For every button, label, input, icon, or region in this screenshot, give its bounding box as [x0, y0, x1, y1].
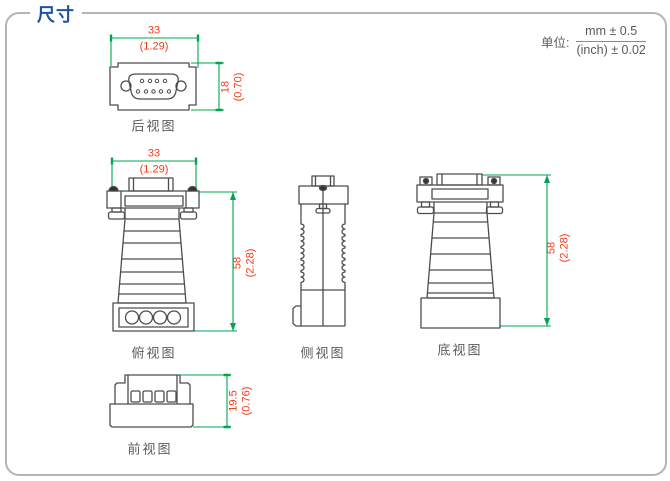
- rear-height-dim: 18 (0.70): [219, 73, 244, 102]
- front-height-dim-mm: 19.5: [227, 390, 240, 412]
- bottom-height-dim-inch: (2.28): [558, 233, 570, 263]
- unit-label: 单位:: [541, 35, 570, 50]
- unit-note: 单位: mm ± 0.5 (inch) ± 0.02: [541, 24, 646, 58]
- panel-border: [5, 12, 667, 476]
- side-view-label: 侧视图: [300, 345, 346, 361]
- rear-view-drawing: [109, 34, 224, 112]
- bottom-height-dim-mm: 58: [545, 241, 558, 255]
- bottom-view-label: 底视图: [437, 342, 483, 358]
- top-width-dim-mm: 33: [147, 147, 161, 160]
- front-height-dim: 19.5 (0.76): [227, 387, 252, 416]
- front-view-label: 前视图: [127, 441, 173, 457]
- top-height-dim-inch: (2.28): [244, 248, 256, 278]
- rear-width-dim-inch: (1.29): [139, 40, 169, 53]
- unit-tolerance: mm ± 0.5 (inch) ± 0.02: [576, 24, 646, 58]
- front-view-drawing: [109, 373, 231, 429]
- top-height-dim-mm: 58: [231, 256, 244, 270]
- rear-view-label: 后视图: [131, 118, 177, 134]
- top-width-dim-inch: (1.29): [139, 163, 169, 176]
- bottom-view-drawing: [416, 173, 551, 329]
- top-height-dim: 58 (2.28): [231, 249, 256, 278]
- rear-height-dim-mm: 18: [219, 80, 232, 94]
- top-view-drawing: [106, 157, 237, 332]
- top-view-label: 俯视图: [131, 345, 177, 361]
- page-title: 尺寸: [30, 1, 82, 27]
- side-view-drawing: [292, 175, 349, 327]
- rear-height-dim-inch: (0.70): [232, 72, 244, 102]
- rear-width-dim-mm: 33: [147, 24, 161, 37]
- front-height-dim-inch: (0.76): [240, 386, 252, 416]
- unit-mm-tolerance: mm ± 0.5: [576, 24, 646, 42]
- unit-inch-tolerance: (inch) ± 0.02: [576, 42, 646, 57]
- bottom-height-dim: 58 (2.28): [545, 234, 570, 263]
